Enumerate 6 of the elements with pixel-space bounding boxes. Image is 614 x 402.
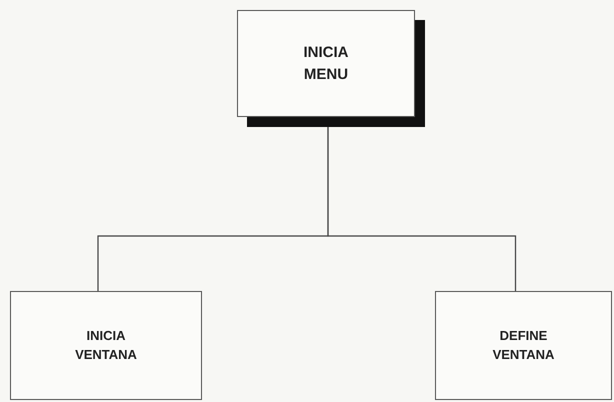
process-box — [10, 291, 202, 400]
connector-line — [327, 127, 516, 291]
box-label: INICIA MENU — [302, 42, 350, 84]
box-label: DEFINE VENTANA — [492, 326, 556, 364]
box-label: INICIA VENTANA — [74, 326, 138, 364]
process-box — [435, 291, 612, 400]
